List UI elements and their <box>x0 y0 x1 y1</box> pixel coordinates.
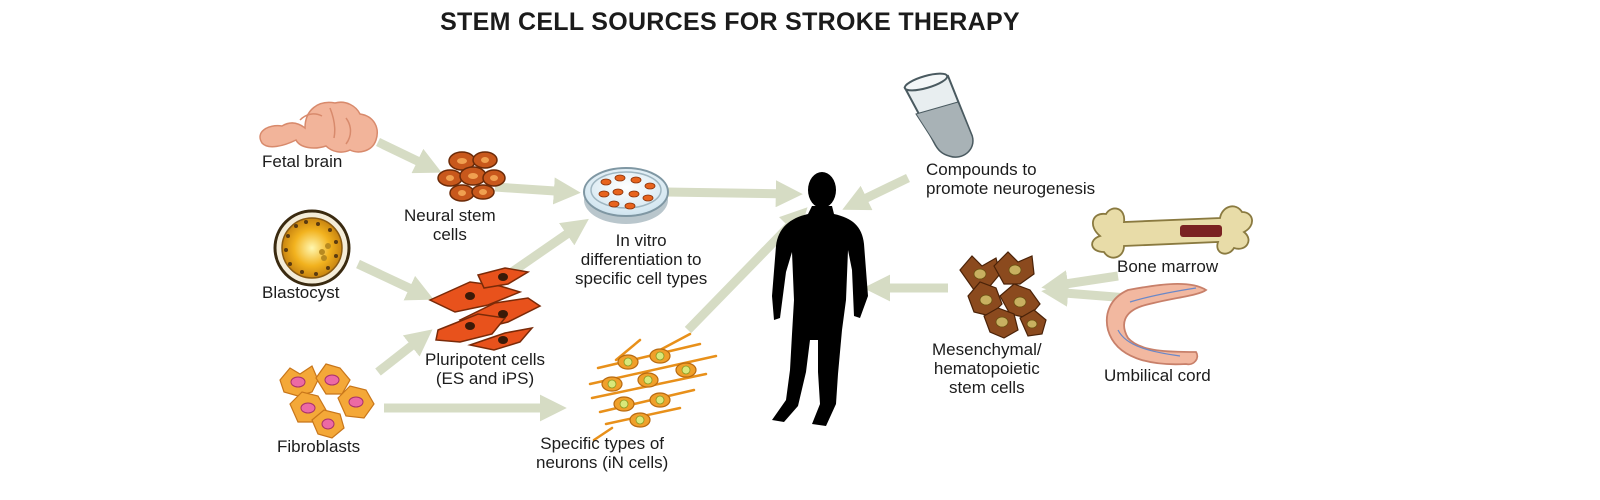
petri-dish-icon <box>583 167 669 224</box>
arrow-fetal-to-neural <box>376 137 442 174</box>
blastocyst-icon <box>273 209 351 287</box>
arrow-neural-to-invitro <box>494 177 581 205</box>
arrow-cord-to-mesenchymal <box>1041 279 1129 307</box>
label-pluripotent-cells: Pluripotent cells (ES and iPS) <box>425 350 546 388</box>
fibroblasts-icon <box>279 363 375 439</box>
label-compounds: Compounds to promote neurogenesis <box>926 160 1096 198</box>
mesenchymal-cells-icon <box>959 251 1047 339</box>
label-fibroblasts: Fibroblasts <box>277 437 361 456</box>
test-tube-icon <box>903 72 974 158</box>
fetal-brain-icon <box>259 101 378 153</box>
neural-stem-cells-icon <box>437 151 506 202</box>
label-umbilical-cord: Umbilical cord <box>1104 366 1211 385</box>
arrow-invitro-to-human <box>665 180 803 208</box>
specific-neurons-icon <box>588 332 718 442</box>
arrow-pluripotent-to-invitro <box>509 218 589 276</box>
arrows <box>356 137 1129 422</box>
label-specific-neurons: Specific types of neurons (iN cells) <box>536 434 669 472</box>
arrow-fibroblast-to-pluripotent <box>375 329 433 376</box>
label-fetal-brain: Fetal brain <box>262 152 343 171</box>
arrow-compounds-to-human <box>842 173 910 211</box>
arrow-blastocyst-to-pluripotent <box>356 259 434 301</box>
label-in-vitro: In vitro differentiation to specific cel… <box>575 231 708 288</box>
label-blastocyst: Blastocyst <box>262 283 340 302</box>
umbilical-cord-icon <box>1106 283 1208 366</box>
label-mesenchymal: Mesenchymal/ hematopoietic stem cells <box>932 340 1042 397</box>
bone-icon <box>1091 205 1253 259</box>
arrow-bone-to-mesenchymal <box>1041 270 1119 297</box>
pluripotent-cells-icon <box>428 267 542 351</box>
label-neural-stem-cells: Neural stem cells <box>404 206 496 244</box>
label-bone-marrow: Bone marrow <box>1117 257 1219 276</box>
human-silhouette-icon <box>772 172 868 426</box>
diagram-title: STEM CELL SOURCES FOR STROKE THERAPY <box>440 8 1020 36</box>
